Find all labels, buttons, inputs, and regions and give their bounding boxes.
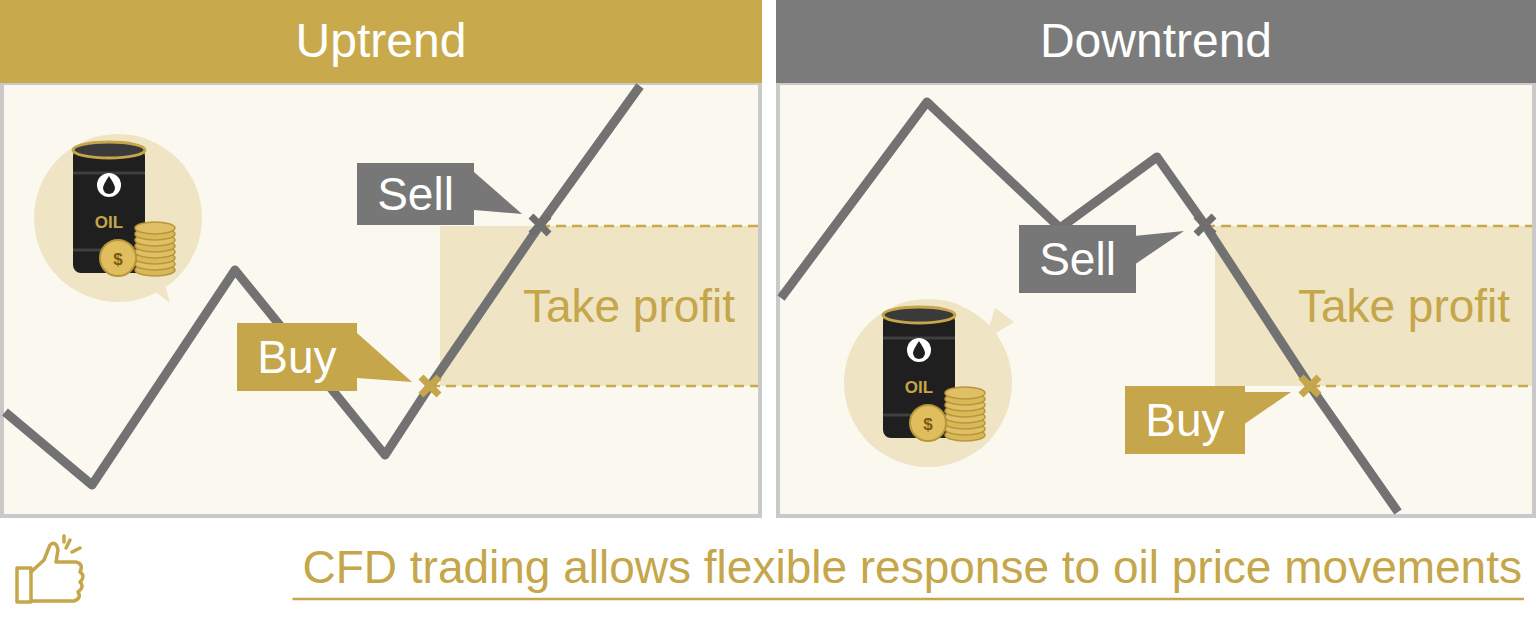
take-profit-band: Take profit [500,228,758,384]
caption-underline [292,598,1524,601]
caption: CFD trading allows flexible response to … [302,541,1522,594]
buy-callout: Buy [1125,386,1245,454]
uptrend-panel [2,83,760,516]
sell-callout: Sell [357,163,474,225]
oil-barrel-icon [844,299,1014,467]
node-text: Take profit [523,281,735,332]
sell-callout: Sell [1019,225,1136,293]
panel-header: Uptrend [0,0,762,83]
node-text: Uptrend [296,15,467,68]
thumbs-up-icon [17,536,83,602]
node-text: Downtrend [1040,15,1272,68]
downtrend-panel [778,83,1534,516]
node-text: Sell [377,169,454,220]
node-text: Take profit [1298,281,1510,332]
barrel-label: OIL [95,214,123,231]
barrel-label: $ [923,416,932,433]
panel-header: Downtrend [776,0,1536,83]
buy-callout: Buy [237,323,357,391]
barrel-label: $ [113,251,122,268]
node-text: Buy [257,332,336,383]
barrel-label: OIL [905,379,933,396]
oil-barrel-icon [34,134,202,303]
take-profit-band: Take profit [1276,228,1532,384]
node-text: Buy [1145,395,1224,446]
node-text: Sell [1039,234,1116,285]
